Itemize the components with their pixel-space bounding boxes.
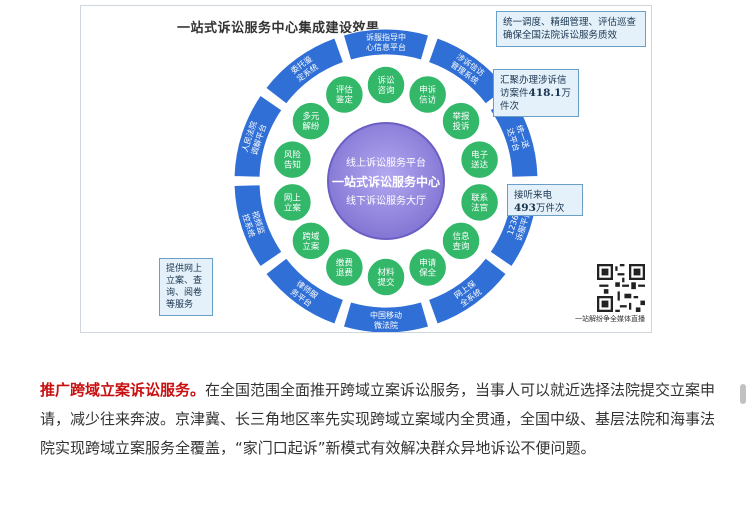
inner-ring-bubble	[441, 221, 481, 261]
inner-ring-bubble	[272, 139, 313, 180]
article-paragraph: 推广跨域立案诉讼服务。在全国范围全面推开跨域立案诉讼服务，当事人可以就近选择法院…	[40, 376, 720, 463]
inner-ring-bubble	[366, 65, 406, 105]
article-lead: 推广跨域立案诉讼服务。	[40, 381, 206, 399]
inner-ring-label: 电子送达	[471, 150, 489, 171]
inner-ring-label: 风险告知	[284, 150, 302, 171]
callout-left: 提供网上立案、查询、阅卷等服务	[159, 258, 213, 316]
inner-ring-label: 联系法官	[471, 192, 488, 213]
outer-ring-segment	[265, 257, 345, 325]
outer-ring-label: 中国移动微法院	[370, 310, 402, 330]
diagram-figure: 一站式诉讼服务中心集成建设效果 诉服指导中心信息平台涉诉信访管理系统统一送达平台…	[80, 5, 652, 333]
center-line3: 线下诉讼服务大厅	[346, 194, 426, 207]
outer-ring-segment	[342, 301, 430, 332]
article-body: 在全国范围全面推开跨域立案诉讼服务，当事人可以就近选择法院提交立案申请，减少往来…	[40, 381, 716, 457]
inner-ring-bubble	[324, 74, 365, 115]
inner-ring-label: 申诉信访	[419, 85, 437, 106]
inner-ring-label: 缴费退费	[336, 257, 354, 278]
inner-ring-label: 举报投诉	[453, 111, 471, 132]
inner-ring-bubble	[407, 247, 448, 288]
inner-ring-label: 材料提交	[377, 267, 395, 288]
inner-ring-bubble	[324, 247, 365, 288]
outer-ring-label: 诉服指导中心信息平台	[366, 32, 406, 52]
inner-ring-label: 跨域立案	[302, 231, 320, 252]
center-line2: 一站式诉讼服务中心	[332, 174, 440, 189]
inner-ring-label: 信息查询	[453, 231, 471, 252]
qr-code	[597, 264, 645, 312]
qr-caption: 一站解纷争全媒体直播	[575, 315, 645, 323]
inner-ring-label: 评估鉴定	[336, 85, 354, 106]
callout-top-right: 统一调度、精细管理、评估巡查确保全国法院诉讼服务质效	[496, 11, 646, 47]
outer-ring-segment	[233, 94, 283, 178]
inner-ring-bubble	[459, 139, 500, 180]
inner-ring-bubble	[407, 74, 448, 115]
service-ring-diagram: 诉服指导中心信息平台涉诉信访管理系统统一送达平台12368诉服平台网上保全系统中…	[233, 28, 539, 332]
center-circle	[327, 122, 445, 240]
inner-ring-label: 多元解纷	[302, 111, 320, 132]
inner-ring-bubble	[366, 257, 406, 297]
inner-ring-label: 网上立案	[284, 193, 302, 213]
inner-ring-bubble	[441, 101, 481, 141]
inner-ring-bubble	[291, 221, 331, 261]
inner-ring-label: 申请保全	[419, 257, 437, 278]
center-line1: 线上诉讼服务平台	[346, 156, 426, 169]
inner-ring-bubble	[459, 182, 500, 223]
outer-ring-segment	[342, 28, 430, 61]
inner-ring-bubble	[291, 101, 331, 141]
scrollbar-thumb[interactable]	[740, 384, 746, 404]
callout-mid-right: 汇聚办理涉诉信访案件418.1万件次	[493, 69, 579, 117]
inner-ring-bubble	[272, 182, 313, 223]
outer-ring-segment	[265, 37, 345, 105]
outer-ring-segment	[233, 184, 283, 268]
inner-ring-label: 诉讼咨询	[377, 75, 395, 96]
outer-ring-segment	[427, 257, 507, 325]
figure-title: 一站式诉讼服务中心集成建设效果	[177, 21, 380, 36]
